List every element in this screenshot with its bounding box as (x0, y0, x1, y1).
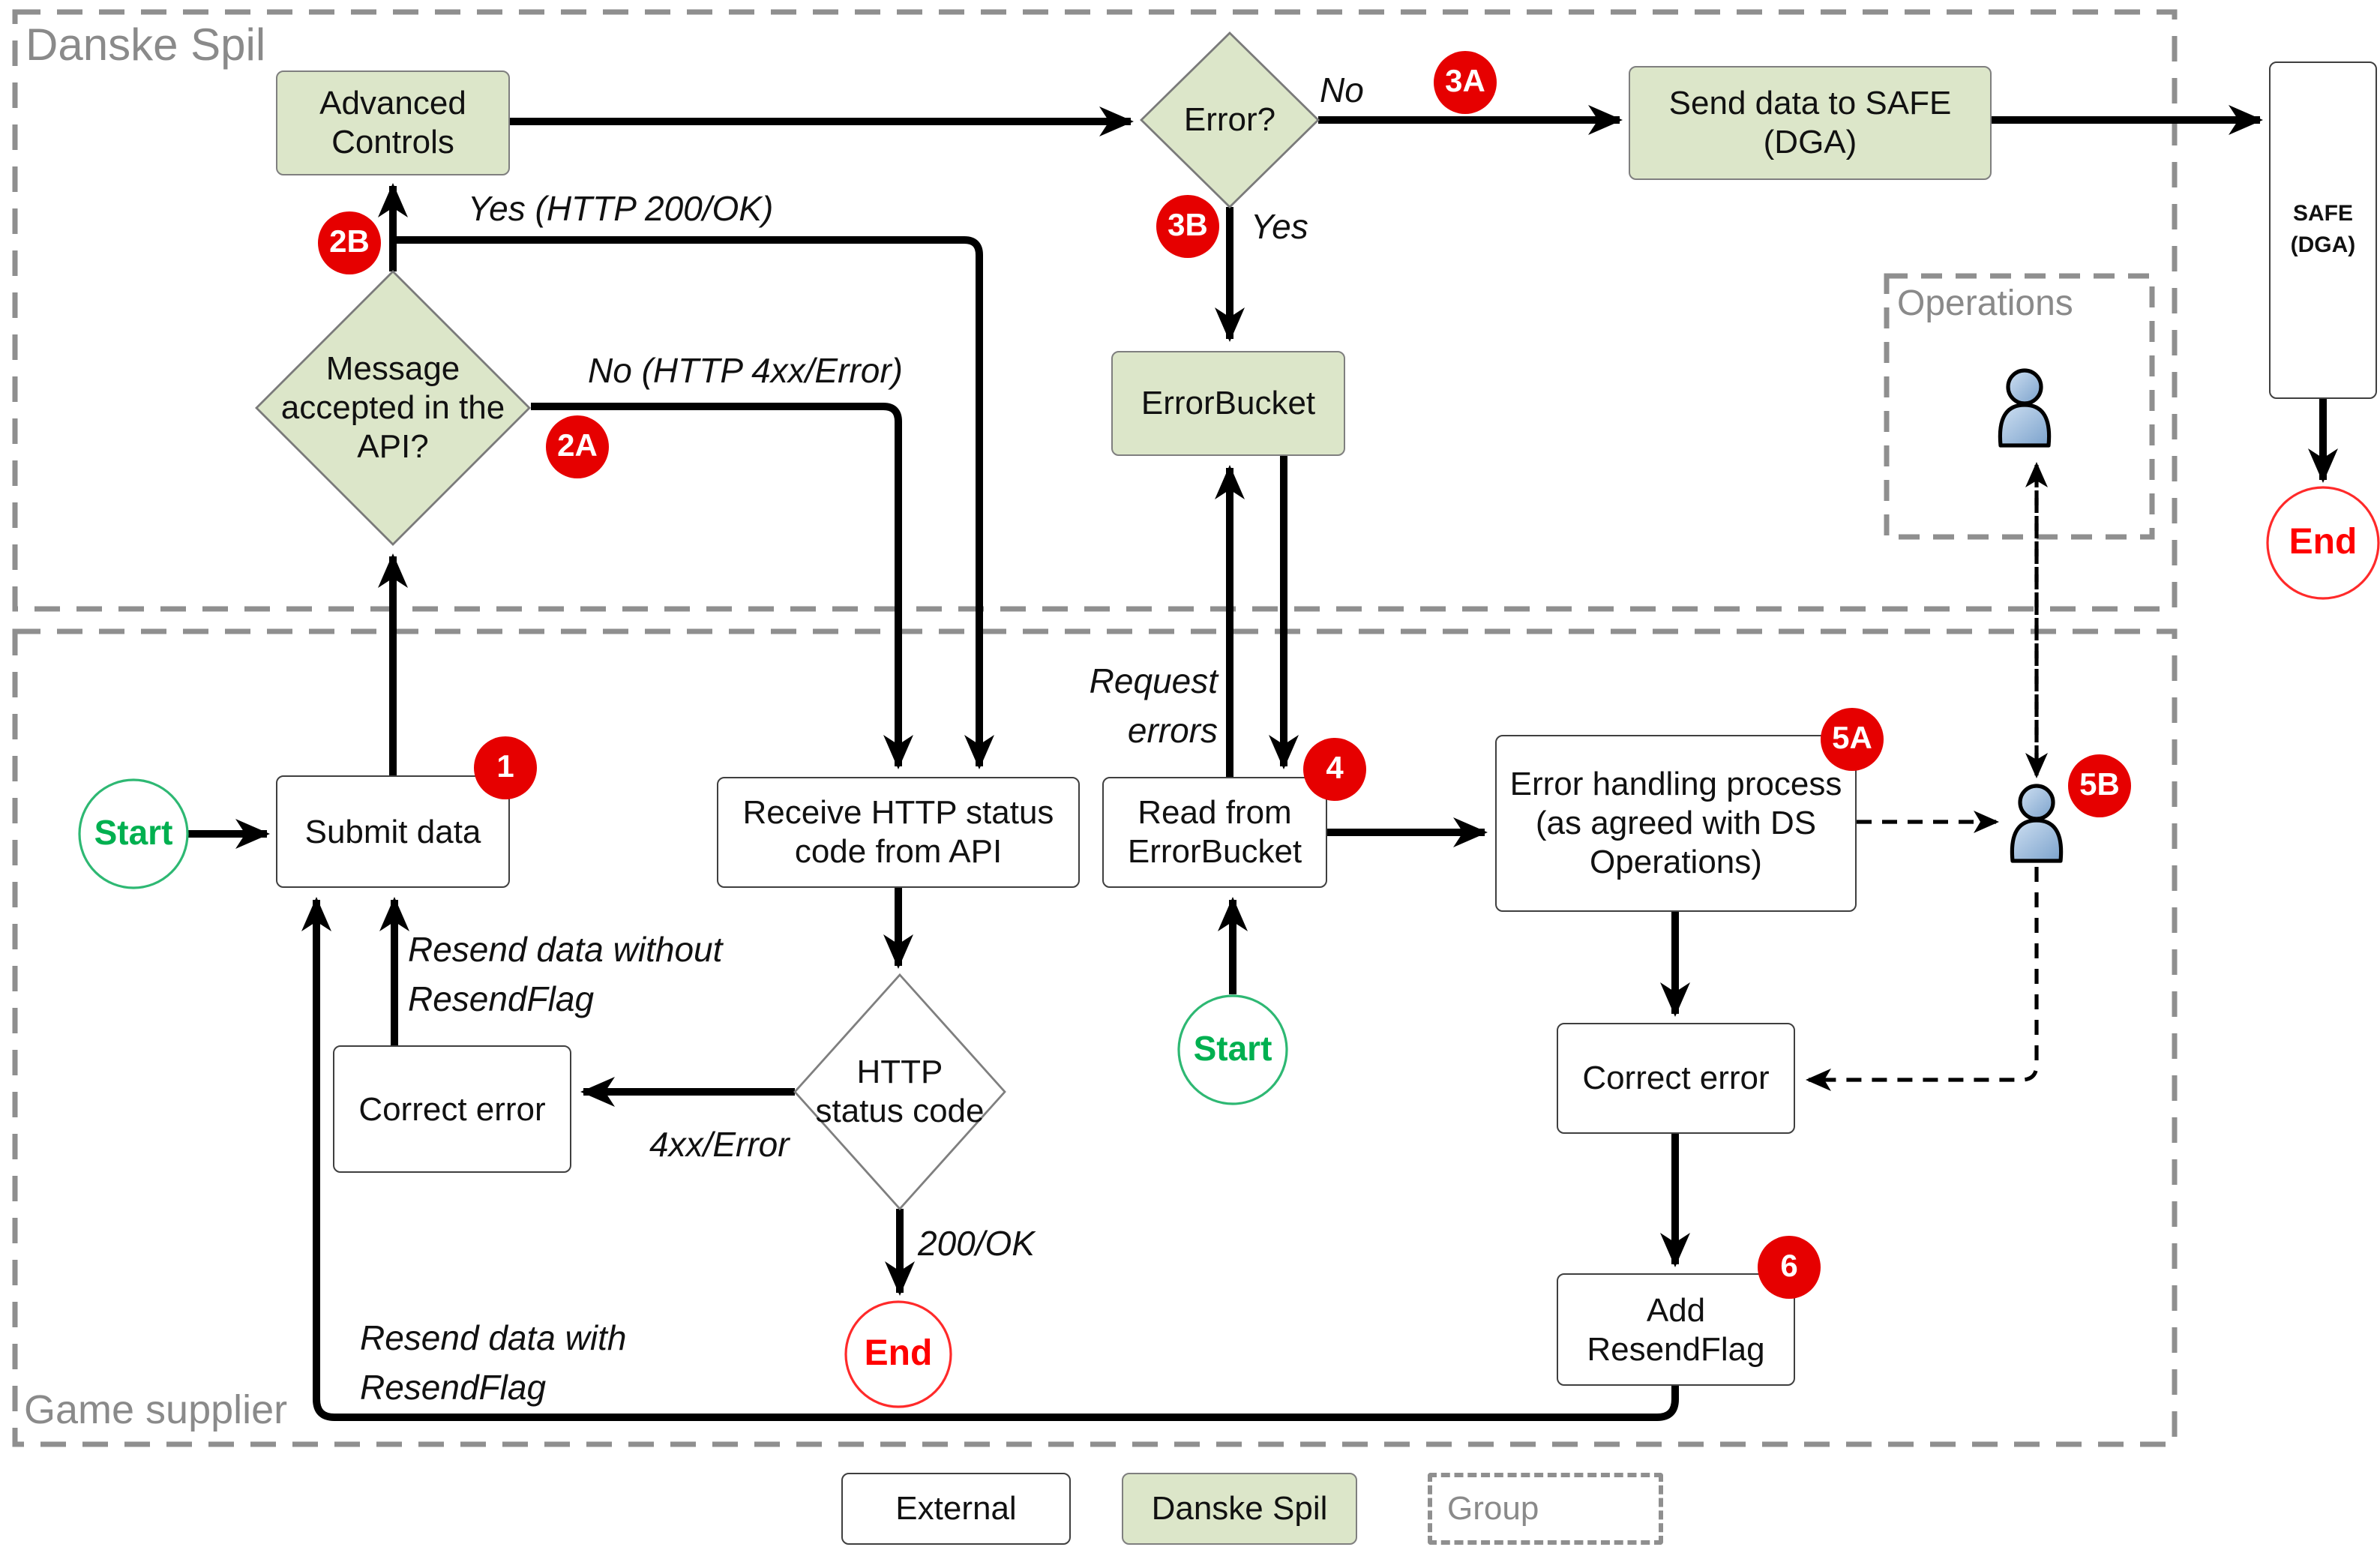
error-decision-diamond (1140, 31, 1320, 208)
legend-danske-spil-box: Danske Spil (1122, 1473, 1357, 1545)
end-circle-safe (2266, 486, 2380, 600)
edge-label-resend-without: Resend data without ResendFlag (408, 930, 723, 1019)
correct-error-supplier-box: Correct error (333, 1045, 571, 1173)
legend-group-label: Group (1447, 1489, 1539, 1528)
http-status-diamond (793, 973, 1006, 1211)
step-badge-5b: 5B (2068, 754, 2131, 817)
legend-external-box: External (841, 1473, 1071, 1545)
end-circle-http (844, 1300, 952, 1408)
legend-group-box: Group (1428, 1473, 1663, 1545)
submit-data-box: Submit data (276, 775, 510, 888)
safe-dga-box: SAFE (DGA) (2269, 61, 2377, 399)
edge-label-200-ok: 200/OK (918, 1224, 1035, 1263)
supplier-contact-person-icon (2010, 784, 2064, 863)
edge-label-yes: Yes (1251, 207, 1308, 246)
edge-no-http4xx-to-receive (531, 403, 913, 769)
errorbucket-label: ErrorBucket (1141, 384, 1316, 422)
game-supplier-lane-label: Game supplier (24, 1387, 288, 1432)
danske-spil-container (12, 9, 2178, 612)
operations-group-label: Operations (1897, 283, 2073, 324)
edge-label-no-http4xx: No (HTTP 4xx/Error) (588, 351, 903, 390)
edge-label-no: No (1320, 70, 1364, 109)
start-circle-submit (78, 778, 189, 889)
edge-label-4xx-error: 4xx/Error (649, 1125, 790, 1164)
send-data-safe-box: Send data to SAFE (DGA) (1629, 66, 1992, 180)
legend-danske-spil-label: Danske Spil (1151, 1489, 1328, 1528)
step-badge-6: 6 (1758, 1236, 1821, 1299)
edge-label-resend-with: Resend data with ResendFlag (360, 1318, 627, 1408)
receive-http-status-box: Receive HTTP status code from API (717, 777, 1080, 888)
danske-spil-lane-label: Danske Spil (25, 21, 266, 70)
correct-error-supplier-label: Correct error (358, 1090, 546, 1128)
operations-container (1884, 273, 2155, 540)
safe-dga-label: SAFE (DGA) (2290, 201, 2356, 258)
correct-error-ops-label: Correct error (1582, 1059, 1770, 1097)
send-data-safe-label: Send data to SAFE (DGA) (1668, 84, 1952, 160)
error-handling-process-label: Error handling process (as agreed with D… (1509, 765, 1842, 880)
legend-external-label: External (895, 1489, 1017, 1528)
errorbucket-box: ErrorBucket (1111, 351, 1345, 456)
advanced-controls-label: Advanced Controls (319, 84, 466, 160)
submit-data-label: Submit data (304, 812, 481, 850)
edge-label-request-errors: Request errors (1089, 661, 1218, 751)
add-resendflag-box: Add ResendFlag (1557, 1273, 1795, 1386)
read-from-errorbucket-box: Read from ErrorBucket (1102, 777, 1327, 888)
step-badge-3a: 3A (1434, 51, 1497, 114)
edge-person-to-correct (1806, 867, 2039, 1091)
error-handling-process-box: Error handling process (as agreed with D… (1495, 735, 1857, 912)
add-resendflag-label: Add ResendFlag (1587, 1291, 1765, 1367)
step-badge-5a: 5A (1821, 708, 1884, 771)
edge-label-yes-http200: Yes (HTTP 200/OK) (468, 189, 774, 228)
step-badge-2b: 2B (318, 211, 381, 274)
operations-person-icon (1998, 368, 2052, 448)
correct-error-ops-box: Correct error (1557, 1023, 1795, 1134)
message-accepted-diamond (255, 270, 531, 546)
step-badge-1: 1 (474, 736, 537, 799)
edge-resendflag-to-submit (301, 897, 1679, 1421)
edge-yes-http200-to-receive (393, 236, 994, 769)
read-from-errorbucket-label: Read from ErrorBucket (1127, 793, 1302, 870)
start-circle-read (1177, 994, 1288, 1105)
game-supplier-container (12, 628, 2178, 1447)
advanced-controls-box: Advanced Controls (276, 70, 510, 175)
step-badge-2a: 2A (546, 415, 609, 478)
step-badge-4: 4 (1303, 738, 1366, 801)
receive-http-status-label: Receive HTTP status code from API (742, 793, 1054, 870)
step-badge-3b: 3B (1156, 195, 1219, 258)
